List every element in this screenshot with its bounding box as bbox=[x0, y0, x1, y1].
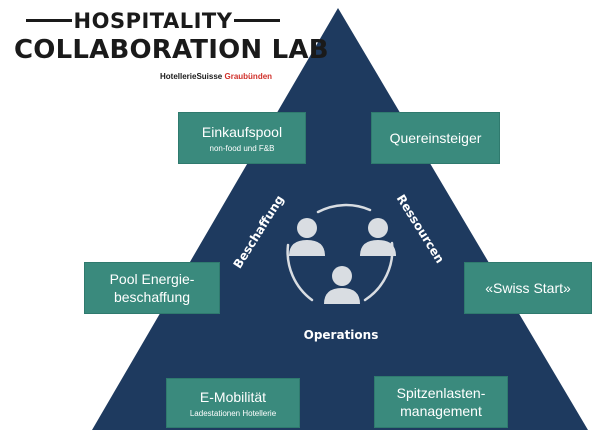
logo-subtitle: HotellerieSuisse Graubünden bbox=[160, 72, 272, 81]
box-spitzenlasten: Spitzenlasten- management bbox=[374, 376, 508, 428]
person-icon bbox=[324, 266, 360, 304]
box-einkaufspool-subtitle: non-food und F&B bbox=[209, 143, 275, 153]
box-swiss-start-title: «Swiss Start» bbox=[485, 280, 571, 296]
box-e-mobilitaet-subtitle: Ladestationen Hotellerie bbox=[189, 408, 277, 418]
box-pool-energie-line1: Pool Energie- bbox=[109, 271, 195, 287]
logo-subtitle-main: HotellerieSuisse bbox=[160, 72, 223, 81]
box-swiss-start: «Swiss Start» bbox=[464, 262, 592, 314]
box-e-mobilitaet-title: E-Mobilität bbox=[199, 388, 267, 405]
triangle-background bbox=[92, 8, 588, 430]
box-quereinsteiger: Quereinsteiger bbox=[371, 112, 500, 164]
box-e-mobilitaet: E-Mobilität Ladestationen Hotellerie bbox=[166, 378, 300, 428]
box-spitzenlasten-line2: management bbox=[400, 403, 482, 419]
logo-rule-right bbox=[234, 18, 281, 22]
box-spitzenlasten-line1: Spitzenlasten- bbox=[396, 385, 486, 401]
logo-title-line2: COLLABORATION LAB bbox=[14, 35, 329, 65]
logo-subtitle-accent: Graubünden bbox=[224, 72, 273, 81]
center-label: Operations bbox=[304, 328, 379, 342]
logo-title-line1: HOSPITALITY bbox=[14, 9, 292, 33]
logo-text-line1: HOSPITALITY bbox=[73, 9, 233, 33]
box-pool-energie-line2: beschaffung bbox=[113, 289, 191, 305]
box-pool-energie: Pool Energie- beschaffung bbox=[84, 262, 220, 314]
box-einkaufspool-title: Einkaufspool bbox=[201, 123, 283, 140]
box-quereinsteiger-title: Quereinsteiger bbox=[389, 130, 482, 146]
box-einkaufspool: Einkaufspool non-food und F&B bbox=[178, 112, 306, 164]
people-group-icon bbox=[289, 218, 396, 304]
person-icon bbox=[360, 218, 396, 256]
person-icon bbox=[289, 218, 325, 256]
logo-rule-left bbox=[25, 18, 72, 22]
